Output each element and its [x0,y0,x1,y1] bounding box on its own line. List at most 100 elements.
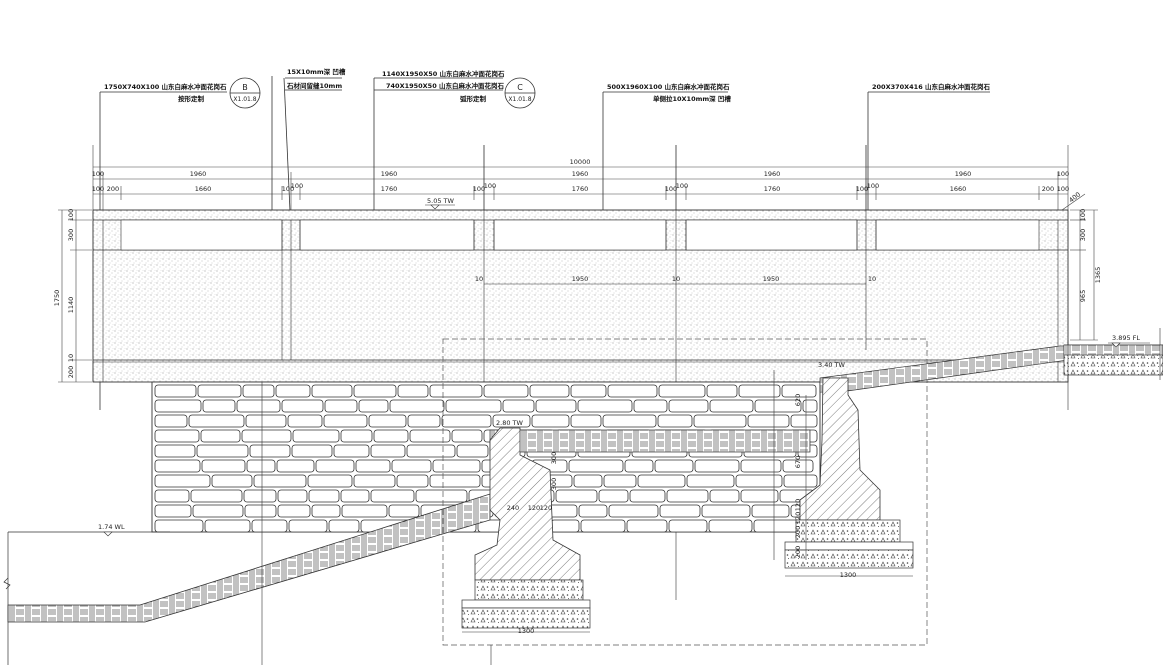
masonry-stone [709,489,740,503]
masonry-stone [693,414,747,428]
masonry-stone [790,414,818,428]
masonry-stone [292,429,340,443]
masonry-stone [324,399,358,413]
masonry-stone [802,399,818,413]
left-ground-slope: 1.74 WL [3,382,491,665]
cap-panel-1 [120,219,283,251]
masonry-stone [311,504,341,518]
masonry-stone [251,519,288,533]
dimension-texts: 10000 100 1960 1960 1960 1960 1960 100 1… [92,158,1069,193]
dim-row2-11: 100 [676,182,688,190]
masonry-stone [445,399,502,413]
cap-panel-3 [493,219,667,251]
dim-row1-f: 1960 [955,170,972,178]
detail-marker-c[interactable]: C X1.01.8 [504,77,536,109]
vdim-diag-400: 400 [1067,190,1082,204]
vertical-dimension-lines [58,193,1098,383]
masonry-stone [535,399,577,413]
label-cap-stone-note: 单侧拉10X10mm深 凹槽 [653,94,731,103]
dim-total: 10000 [570,158,591,166]
masonry-stone [633,399,668,413]
masonry-stone [580,519,626,533]
masonry-stone [246,459,276,473]
masonry-stone [341,504,388,518]
masonry-stone [432,459,481,473]
label-panel-stone: 1140X1950X50 山东白麻水冲面花岗石 [382,69,505,78]
dim-row1-g: 100 [1057,170,1069,178]
right-ground: 3.895 FL [1063,328,1163,380]
label-coping-stone-note: 按形定制 [178,94,205,103]
cap-panel-5 [875,219,1040,251]
right-foundation: 1300 3.40 TW 620 670 120 120 200 200 [784,361,914,579]
masonry-stone [701,504,751,518]
masonry-stone [373,429,409,443]
masonry-stone [483,384,529,398]
masonry-stone [783,474,818,488]
dim-row2-12: 1760 [764,185,781,193]
dim-row2-14: 100 [867,182,879,190]
detail-boundary [442,338,928,646]
dim-row2-6: 1760 [381,185,398,193]
label-coping-stone: 1750X740X100 山东白麻水冲面花岗石 [104,82,227,91]
masonry-stone [315,459,355,473]
vdim-left-10: 10 [67,354,75,362]
footing-right-670: 670 [794,456,802,468]
masonry-stone [311,384,353,398]
dim-row2-4: 100 [282,185,294,193]
label-groove: 15X10mm深 凹槽 [287,67,346,76]
footing-left-120a: 120 [528,504,540,512]
masonry-stone [204,519,251,533]
footing-right-width: 1300 [840,571,857,579]
masonry-stone [738,384,781,398]
masonry-stone [355,459,391,473]
masonry-stone [242,384,275,398]
masonry-stone [281,399,324,413]
masonry-stone [333,444,370,458]
masonry-stone [196,444,249,458]
detail-marker-b[interactable]: B X1.01.8 [229,77,261,109]
masonry-stone [407,414,441,428]
masonry-stone [211,474,253,488]
vdim-right-100: 100 [1079,209,1087,221]
dim-row1-d: 1960 [572,170,589,178]
masonry-stone [637,474,686,488]
masonry-stone [396,474,429,488]
masonry-stone [236,399,281,413]
dim-row2-2: 200 [107,185,119,193]
masonry-stone [154,504,192,518]
masonry-stone [249,444,291,458]
dim-mid-right: 1950 [763,275,780,283]
masonry-stone [429,384,483,398]
masonry-stone [391,459,432,473]
masonry-stone [154,414,188,428]
masonry-stone [555,489,598,503]
vdim-right-300: 300 [1079,229,1087,241]
masonry-stone [200,429,241,443]
masonry-stone [406,444,456,458]
masonry-stone [657,414,693,428]
dim-mid-left: 1950 [572,275,589,283]
vdim-left-200: 200 [67,366,75,378]
dim-row1-a: 100 [92,170,104,178]
masonry-stone [531,414,570,428]
label-panel-stone-note: 弧形定制 [460,94,487,103]
masonry-stone [740,489,779,503]
masonry-stone [570,414,602,428]
dim-row1-e: 1960 [764,170,781,178]
masonry-stone [659,504,701,518]
masonry-stone [275,384,311,398]
masonry-stone [190,489,243,503]
masonry-stone [740,459,782,473]
masonry-stone [370,489,415,503]
masonry-stone [603,474,637,488]
masonry-stone [654,459,694,473]
masonry-stone [277,489,308,503]
vdim-left-300: 300 [67,229,75,241]
dim-ten-b: 10 [672,275,680,283]
masonry-stone [201,459,246,473]
dim-row2-3: 1660 [195,185,212,193]
masonry-stone [243,489,277,503]
callout-texts: 1750X740X100 山东白麻水冲面花岗石 按形定制 15X10mm深 凹槽… [104,67,990,103]
masonry-stone [154,459,201,473]
masonry-stone [451,429,483,443]
